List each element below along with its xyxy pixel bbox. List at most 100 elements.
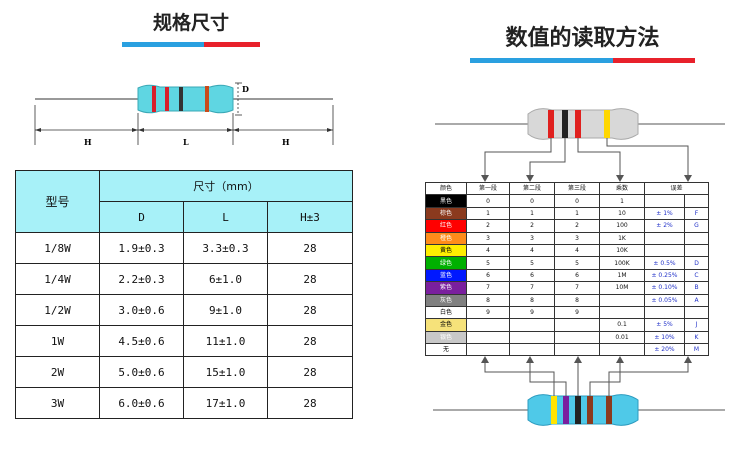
tolerance-code-cell: M <box>683 343 710 357</box>
code-header-color: 颜色 <box>425 181 467 196</box>
color-name-cell: 白色 <box>425 305 467 320</box>
third-digit-cell <box>554 330 600 345</box>
l-cell: 3.3±0.3 <box>183 232 268 264</box>
color-name-cell: 黑色 <box>425 194 467 208</box>
third-digit-cell <box>554 318 600 332</box>
h-cell: 28 <box>266 263 354 295</box>
multiplier-cell: 0.1 <box>599 318 645 332</box>
tolerance-cell: ± 2% <box>644 219 685 233</box>
third-digit-cell: 0 <box>554 194 600 208</box>
second-digit-cell: 1 <box>509 206 555 221</box>
third-digit-cell: 3 <box>554 231 600 245</box>
multiplier-cell: 0.01 <box>599 330 645 345</box>
tolerance-code-cell: K <box>683 330 710 345</box>
color-name-cell: 红色 <box>425 219 467 233</box>
second-digit-cell: 6 <box>509 268 555 283</box>
third-digit-cell: 8 <box>554 293 600 307</box>
second-digit-cell <box>509 330 555 345</box>
top-band-4 <box>604 110 610 138</box>
multiplier-cell: 10K <box>599 243 645 258</box>
tolerance-cell: ± 0.10% <box>644 281 685 295</box>
tolerance-code-cell <box>683 231 710 245</box>
color-name-cell: 蓝色 <box>425 268 467 283</box>
first-digit-cell: 9 <box>466 305 510 320</box>
third-digit-cell: 5 <box>554 256 600 270</box>
first-digit-cell: 8 <box>466 293 510 307</box>
multiplier-cell: 1 <box>599 194 645 208</box>
tolerance-cell: ± 0.25% <box>644 268 685 283</box>
third-digit-cell: 2 <box>554 219 600 233</box>
top-band-1 <box>548 110 554 138</box>
second-digit-cell: 9 <box>509 305 555 320</box>
first-digit-cell <box>466 318 510 332</box>
d-cell: 2.2±0.3 <box>99 263 184 295</box>
code-header-multiplier: 乘数 <box>599 181 645 196</box>
multiplier-cell: 100K <box>599 256 645 270</box>
multiplier-cell: 10M <box>599 281 645 295</box>
bottom-band-3 <box>575 396 581 424</box>
model-cell: 1/2W <box>15 294 100 326</box>
sub-header-l: L <box>183 201 268 233</box>
third-digit-cell: 6 <box>554 268 600 283</box>
tolerance-cell: ± 10% <box>644 330 685 345</box>
first-digit-cell <box>466 330 510 345</box>
multiplier-cell <box>599 293 645 307</box>
tolerance-code-cell: D <box>683 256 710 270</box>
reading-method-title: 数值的读取方法 <box>505 26 660 51</box>
second-digit-cell: 3 <box>509 231 555 245</box>
model-cell: 1/4W <box>15 263 100 295</box>
first-digit-cell <box>466 343 510 357</box>
tolerance-code-cell: A <box>683 293 710 307</box>
tolerance-code-cell: C <box>683 268 710 283</box>
bottom-band-1 <box>551 396 557 424</box>
code-header-third: 第三段 <box>554 181 600 196</box>
d-cell: 4.5±0.6 <box>99 325 184 357</box>
model-cell: 1/8W <box>15 232 100 264</box>
l-cell: 15±1.0 <box>183 356 268 388</box>
h-cell: 28 <box>266 387 354 419</box>
color-name-cell: 橙色 <box>425 231 467 245</box>
sub-header-h: H±3 <box>266 201 354 233</box>
tolerance-cell: ± 1% <box>644 206 685 221</box>
second-digit-cell: 7 <box>509 281 555 295</box>
second-digit-cell: 8 <box>509 293 555 307</box>
tolerance-cell <box>644 243 685 258</box>
model-header: 型号 <box>15 170 100 233</box>
d-cell: 5.0±0.6 <box>99 356 184 388</box>
d-cell: 6.0±0.6 <box>99 387 184 419</box>
spec-size-title: 规格尺寸 <box>152 12 229 34</box>
d-cell: 3.0±0.6 <box>99 294 184 326</box>
tolerance-code-cell <box>683 243 710 258</box>
multiplier-cell <box>599 305 645 320</box>
top-band-3 <box>575 110 581 138</box>
third-digit-cell: 9 <box>554 305 600 320</box>
color-code-row: 无 ± 20%M <box>425 343 710 357</box>
color-name-cell: 紫色 <box>425 281 467 295</box>
tolerance-code-cell: G <box>683 219 710 233</box>
h-cell: 28 <box>266 356 354 388</box>
h-cell: 28 <box>266 325 354 357</box>
color-name-cell: 金色 <box>425 318 467 332</box>
third-digit-cell: 4 <box>554 243 600 258</box>
color-name-cell: 无 <box>425 343 467 357</box>
tolerance-cell: ± 20% <box>644 343 685 357</box>
multiplier-cell <box>599 343 645 357</box>
first-digit-cell: 4 <box>466 243 510 258</box>
tolerance-code-cell: J <box>683 318 710 332</box>
model-cell: 1W <box>15 325 100 357</box>
tolerance-cell: ± 0.5% <box>644 256 685 270</box>
second-digit-cell: 4 <box>509 243 555 258</box>
